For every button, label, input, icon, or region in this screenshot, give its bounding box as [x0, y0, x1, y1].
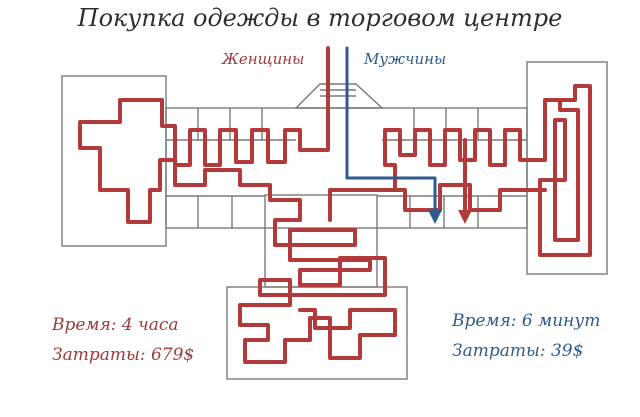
women-path — [78, 46, 592, 364]
entrance — [294, 83, 384, 109]
men-exit-arrow — [428, 210, 442, 224]
women-exit-arrow — [458, 210, 472, 224]
page-title: Покупка одежды в торговом центре — [77, 4, 563, 32]
women-path-bottom — [238, 278, 397, 364]
men-path — [345, 46, 437, 212]
men-time: Время: 6 минут — [452, 311, 601, 331]
women-path-right-wing — [328, 84, 592, 257]
women-path-left-wing — [78, 46, 330, 247]
women-cost: Затраты: 679$ — [52, 345, 195, 365]
women-path-middle — [258, 228, 387, 297]
women-label: Женщины — [222, 50, 305, 68]
women-stats: Время: 4 часа Затраты: 679$ — [52, 310, 194, 370]
men-label: Мужчины — [364, 50, 447, 68]
men-stats: Время: 6 минут Затраты: 39$ — [452, 306, 600, 366]
women-time: Время: 4 часа — [52, 315, 179, 335]
men-cost: Затраты: 39$ — [452, 341, 584, 361]
middle-hall — [264, 194, 378, 288]
women-path-right-lower — [393, 183, 547, 212]
